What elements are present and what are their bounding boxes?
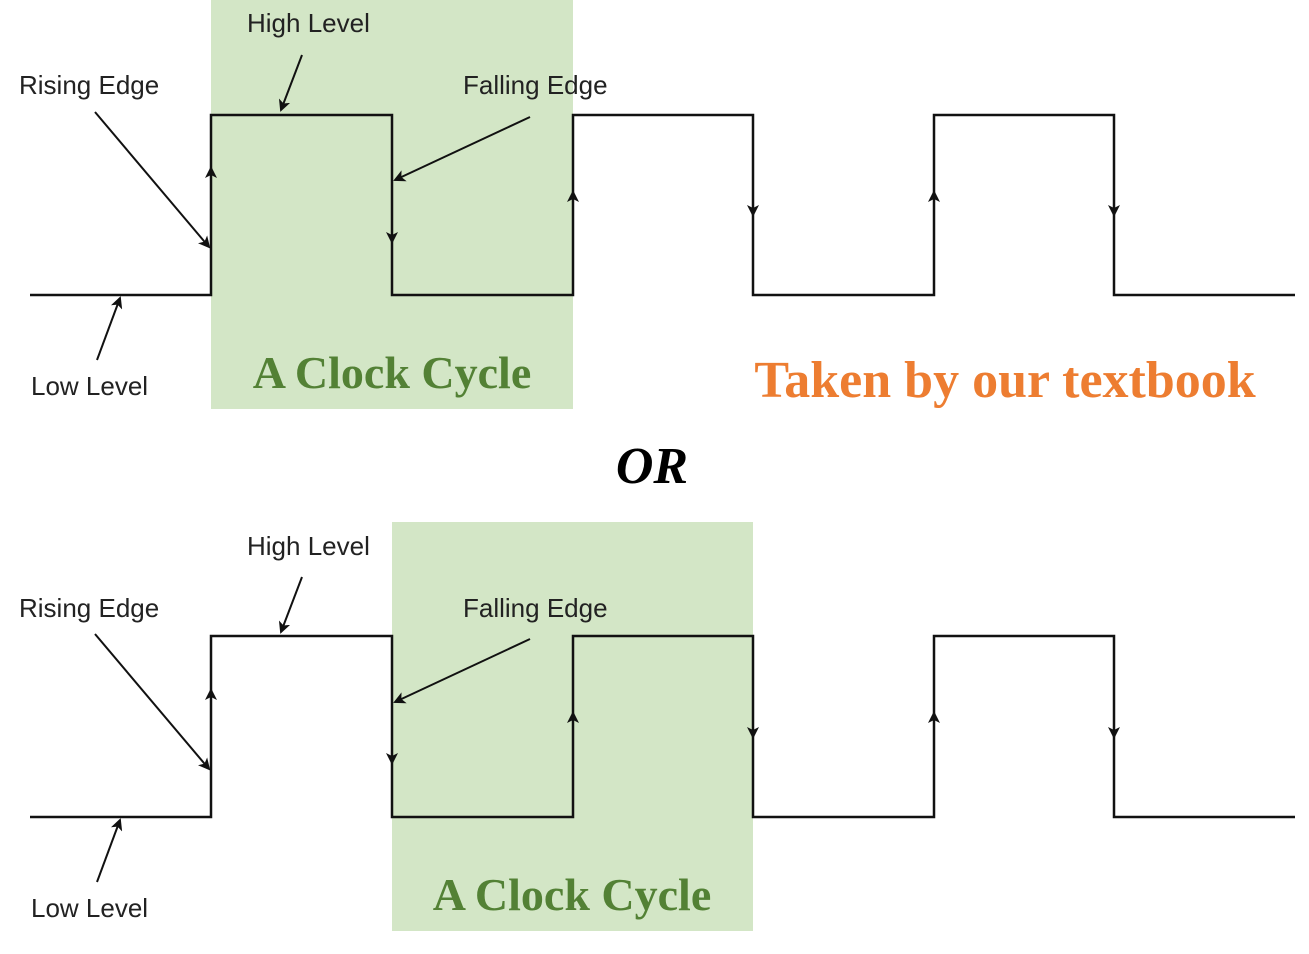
high-level-label: High Level — [247, 531, 370, 561]
low-level-label: Low Level — [31, 893, 148, 923]
clock-cycle-label: A Clock Cycle — [253, 347, 532, 398]
high-level-pointer — [278, 576, 303, 634]
clock-waveform — [30, 634, 1295, 819]
rising-edge-label: Rising Edge — [19, 70, 159, 100]
rising-edge-pointer — [94, 633, 211, 771]
falling-edge-pointer — [393, 116, 531, 182]
top-diagram: High Level Rising Edge Falling Edge Low … — [19, 0, 1295, 409]
falling-edge-pointer — [393, 638, 531, 704]
falling-edge-label: Falling Edge — [463, 70, 608, 100]
low-level-label: Low Level — [31, 371, 148, 401]
or-separator: OR — [616, 438, 688, 495]
rising-edge-pointer — [94, 111, 211, 249]
low-level-pointer — [96, 296, 123, 361]
edge-arrows — [205, 636, 1120, 817]
clock-cycle-label: A Clock Cycle — [433, 869, 712, 920]
bottom-diagram: High Level Rising Edge Falling Edge Low … — [19, 522, 1295, 931]
edge-arrows — [205, 115, 1120, 295]
clock-waveform — [30, 113, 1295, 297]
high-level-label: High Level — [247, 8, 370, 38]
falling-edge-label: Falling Edge — [463, 593, 608, 623]
textbook-note: Taken by our textbook — [754, 352, 1255, 409]
low-level-pointer — [96, 818, 123, 883]
high-level-pointer — [278, 54, 303, 112]
rising-edge-label: Rising Edge — [19, 593, 159, 623]
